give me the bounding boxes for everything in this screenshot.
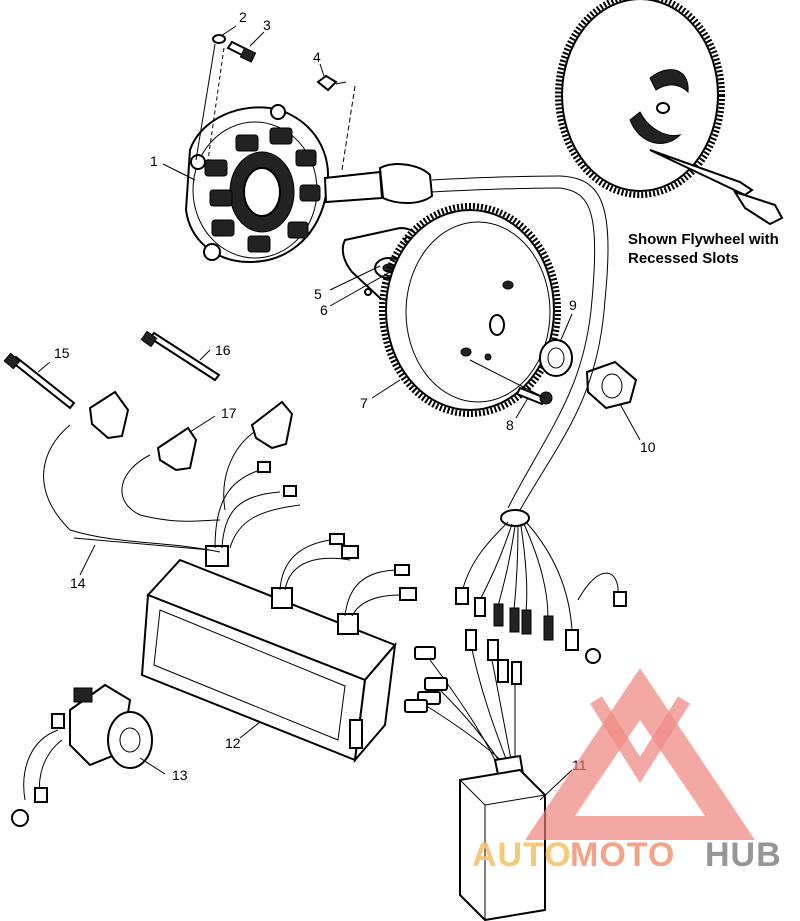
- watermark-auto: AUTO: [472, 836, 572, 874]
- plug-caps: [43, 390, 294, 553]
- callout-10: 10: [640, 439, 656, 455]
- callout-15: 15: [54, 345, 70, 361]
- note-line-2: Recessed Slots: [628, 250, 739, 267]
- callout-17: 17: [221, 405, 237, 421]
- watermark-logo: [525, 668, 755, 840]
- module-box: [459, 768, 546, 921]
- recessed-flywheel: [555, 0, 784, 226]
- flywheel-note: Shown Flywheel with Recessed Slots: [628, 231, 779, 267]
- nut-washer-bolt: [469, 339, 638, 410]
- solenoid: [11, 683, 153, 827]
- callout-7: 7: [360, 395, 368, 411]
- watermark-hub: HUB: [705, 836, 782, 874]
- callout-6: 6: [320, 302, 328, 318]
- cdi-box: [140, 545, 397, 764]
- leader-lines: [37, 25, 641, 801]
- note-line-1: Shown Flywheel with: [628, 231, 779, 248]
- flywheel: [379, 203, 561, 417]
- callout-1: 1: [150, 153, 158, 169]
- callout-9: 9: [569, 297, 577, 313]
- callout-14: 14: [70, 575, 86, 591]
- cdi-leads: [214, 461, 417, 617]
- callout-16: 16: [215, 342, 231, 358]
- callout-3: 3: [263, 17, 271, 33]
- harness-connectors: [455, 521, 627, 664]
- automotohub-watermark: AUTO MOTO HUB: [472, 668, 782, 874]
- callout-12: 12: [225, 735, 241, 751]
- lower-bundle: [404, 629, 526, 786]
- screw-set: [195, 34, 356, 171]
- callout-4: 4: [313, 49, 321, 65]
- callout-13: 13: [172, 767, 188, 783]
- watermark-moto: MOTO: [570, 836, 675, 874]
- callout-8: 8: [506, 417, 514, 433]
- callout-2: 2: [239, 9, 247, 25]
- stator-assembly: [184, 104, 561, 264]
- ignition-bolts: [3, 330, 221, 410]
- callout-5: 5: [314, 286, 322, 302]
